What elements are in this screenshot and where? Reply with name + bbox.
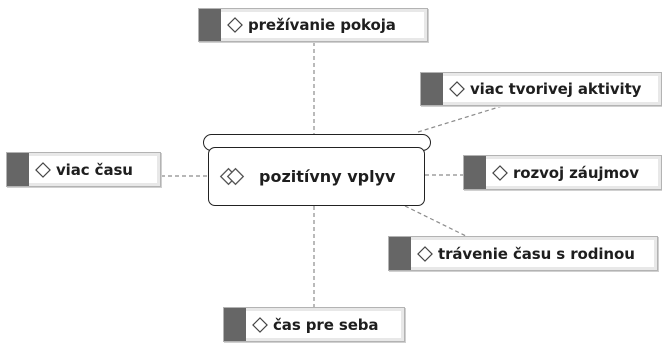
branch-node-cas-pre-seba[interactable]: čas pre seba bbox=[223, 307, 405, 342]
double-diamond-icon bbox=[219, 167, 245, 185]
diamond-icon bbox=[449, 81, 465, 97]
branch-node-rozvoj-zaujmov[interactable]: rozvoj záujmov bbox=[463, 155, 662, 190]
diamond-icon bbox=[35, 161, 51, 178]
connector-upper-right bbox=[417, 102, 513, 133]
branch-label: rozvoj záujmov bbox=[513, 163, 639, 182]
branch-node-viac-tvorivej-aktivity[interactable]: viac tvorivej aktivity bbox=[420, 72, 662, 106]
node-tab bbox=[7, 153, 29, 186]
node-tab bbox=[464, 156, 486, 189]
branch-label: trávenie času s rodinou bbox=[438, 244, 635, 263]
diamond-icon bbox=[492, 164, 508, 181]
branch-node-viac-casu[interactable]: viac času bbox=[6, 152, 161, 187]
node-tab bbox=[224, 308, 246, 341]
node-tab bbox=[389, 237, 411, 270]
branch-node-prezivanie-pokoja[interactable]: prežívanie pokoja bbox=[198, 8, 428, 42]
branch-label: viac tvorivej aktivity bbox=[470, 80, 642, 98]
central-node[interactable]: pozitívny vplyv bbox=[208, 147, 425, 206]
diamond-icon bbox=[227, 17, 243, 33]
connector-lower-right bbox=[404, 205, 471, 239]
diamond-icon bbox=[417, 245, 433, 262]
branch-label: prežívanie pokoja bbox=[248, 16, 396, 34]
branch-node-travenie-casu-s-rodinou[interactable]: trávenie času s rodinou bbox=[388, 236, 658, 271]
diamond-icon bbox=[252, 316, 268, 333]
node-tab bbox=[421, 73, 443, 105]
branch-label: čas pre seba bbox=[273, 315, 379, 334]
central-node-label: pozitívny vplyv bbox=[259, 167, 396, 186]
node-tab bbox=[199, 9, 221, 41]
branch-label: viac času bbox=[56, 160, 133, 179]
